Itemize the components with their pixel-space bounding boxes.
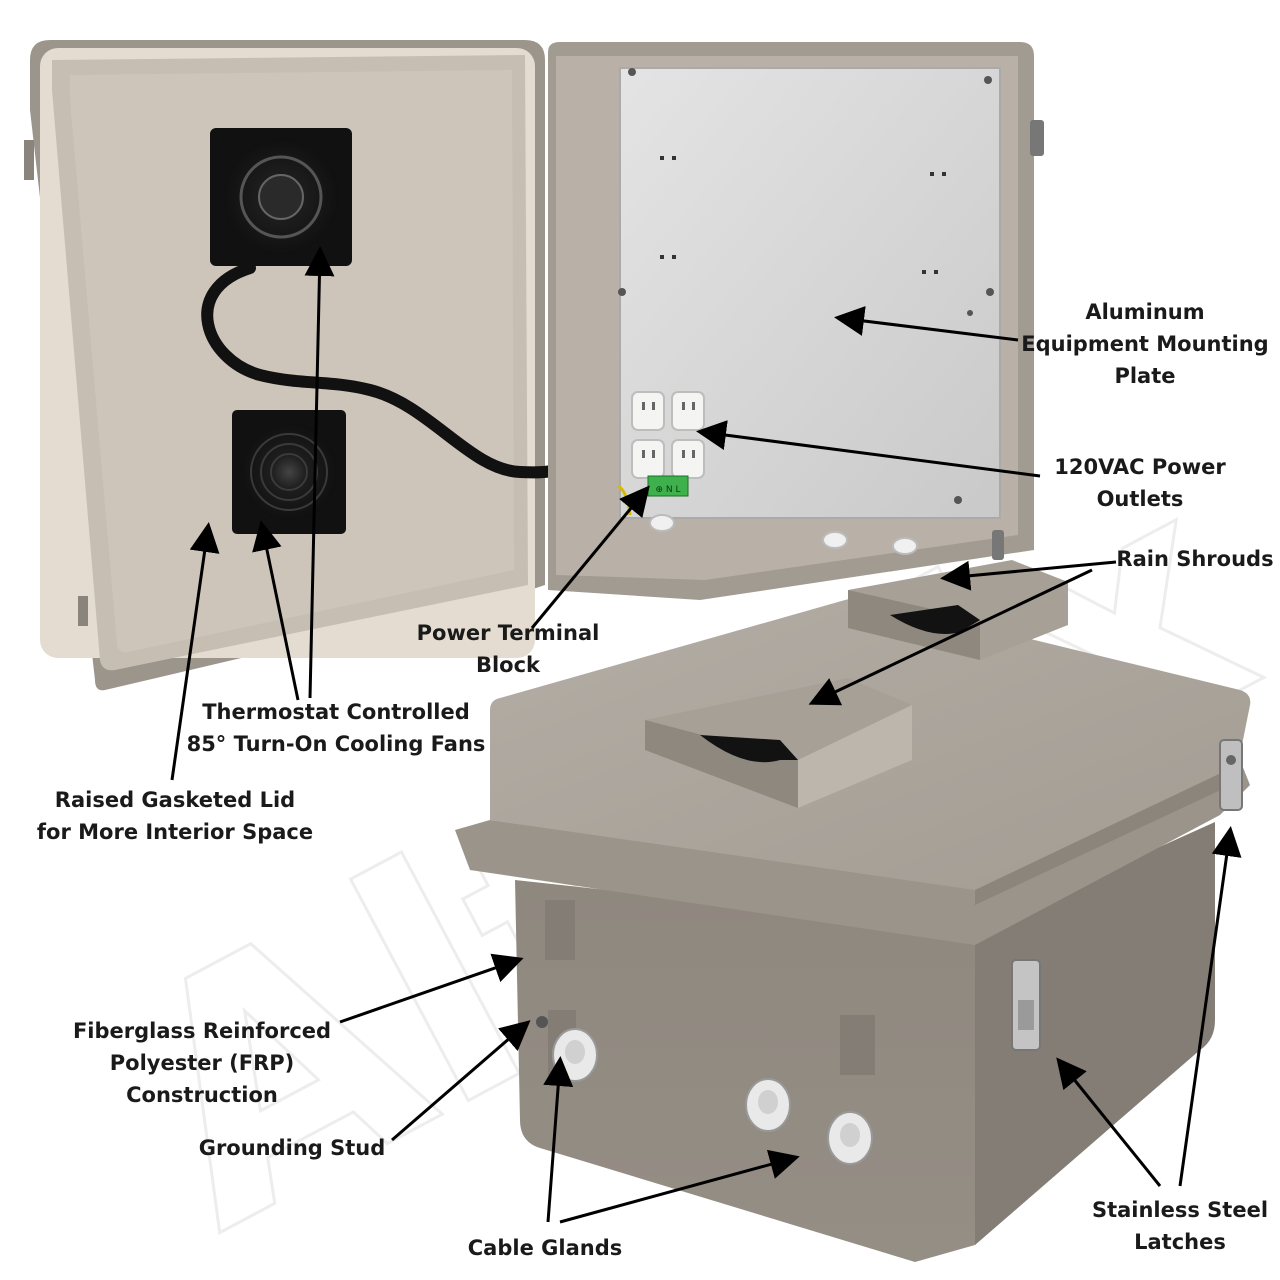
callout-terminal-block-line-2: Block [475,653,541,677]
callout-cooling-fans: Thermostat Controlled 85° Turn-On Coolin… [186,696,486,760]
arrow-power-outlets [696,420,1041,478]
callout-gasketed-lid-line-1: Raised Gasketed Lid [54,788,296,812]
arrow-gasketed-lid [170,522,220,781]
lower-fan [232,410,346,534]
arrow-latch-upper [1178,826,1242,1187]
callout-cable-glands-line-1: Cable Glands [467,1236,623,1260]
arrow-gland-right [559,1149,800,1224]
callout-mounting-plate-line-1: Aluminum [1085,300,1205,324]
arrow-gland-left [543,1056,574,1223]
rain-shroud-front [645,678,912,808]
callout-latches-line-2: Latches [1134,1230,1226,1254]
knockout-plugs [649,514,918,555]
callout-power-outlets: 120VAC Power Outlets [1040,451,1240,515]
latch-lower [1011,959,1041,1051]
callout-gasketed-lid: Raised Gasketed Lid for More Interior Sp… [30,784,320,848]
callout-power-outlets-line-1: 120VAC Power [1054,455,1226,479]
arrow-frp [339,953,524,1024]
callout-frp-line-1: Fiberglass Reinforced [72,1019,332,1043]
callout-mounting-plate-line-2: Equipment Mounting [1021,332,1269,356]
callout-cable-glands: Cable Glands [462,1232,628,1264]
arrow-rain-shroud-back [940,560,1117,591]
callout-rain-shrouds-line-1: Rain Shrouds [1116,547,1274,571]
callout-mounting-plate-line-3: Plate [1114,364,1176,388]
arrow-fan-upper [304,246,335,699]
arrow-fan-lower [252,520,300,701]
upper-fan [210,128,352,266]
callout-grounding-stud: Grounding Stud [196,1132,388,1164]
callout-latches: Stainless Steel Latches [1090,1194,1270,1258]
arrow-grounding-stud [391,1020,531,1142]
callout-power-outlets-line-2: Outlets [1096,487,1184,511]
arrow-terminal-block [530,485,650,629]
callout-latches-line-1: Stainless Steel [1091,1198,1269,1222]
callout-rain-shrouds: Rain Shrouds [1110,543,1280,575]
callout-cooling-fans-line-1: Thermostat Controlled [202,700,470,724]
arrow-rain-shroud-front [808,568,1093,706]
cable-gland-right [827,1111,873,1165]
callout-cooling-fans-line-2: 85° Turn-On Cooling Fans [186,732,486,756]
grounding-stud [536,1016,548,1028]
cable-gland-middle [745,1078,791,1132]
open-door [24,40,545,691]
arrow-latch-lower [1056,1057,1162,1187]
callout-mounting-plate: Aluminum Equipment Mounting Plate [1015,296,1275,392]
callout-grounding-stud-line-1: Grounding Stud [198,1136,386,1160]
terminal-marking: ⊕ N L [655,485,680,495]
callout-frp-line-2: Polyester (FRP) [109,1051,295,1075]
rain-shroud-back [848,560,1068,660]
callout-frp-construction: Fiberglass Reinforced Polyester (FRP) Co… [68,1015,336,1111]
arrow-mounting-plate [834,306,1019,342]
closed-enclosure [455,560,1251,1262]
callout-terminal-block: Power Terminal Block [410,617,606,681]
callout-gasketed-lid-line-2: for More Interior Space [36,820,314,844]
latch-upper [1219,739,1243,811]
callout-terminal-block-line-1: Power Terminal [416,621,600,645]
callout-frp-line-3: Construction [126,1083,278,1107]
callout-arrows [170,246,1242,1224]
power-outlets [631,391,705,479]
